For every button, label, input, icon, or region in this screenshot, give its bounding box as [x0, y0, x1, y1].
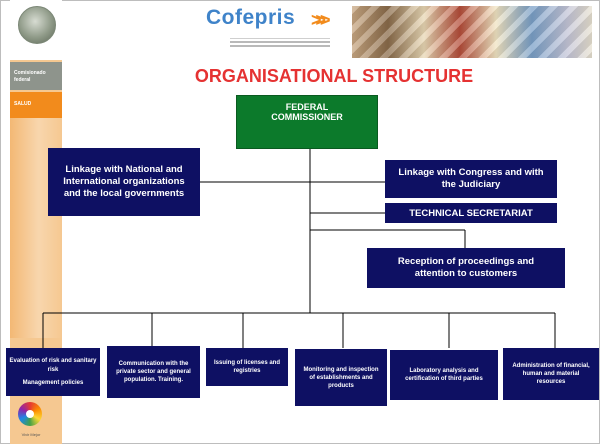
vivir-mejor-caption: Vivir Mejor [21, 432, 41, 437]
branch-label-communication: Communication with the private sector an… [116, 361, 191, 383]
header-photo-strip [352, 6, 592, 58]
technical-secretariat-label: TECHNICAL SECRETARIAT [409, 207, 533, 219]
branch-node-monitoring: Monitoring and inspection of establishme… [295, 349, 387, 406]
branch-node-licenses: Issuing of licenses and registries [206, 348, 288, 386]
sidebar-tab-salud[interactable]: SALUD [10, 92, 62, 118]
federal-commissioner-node: FEDERAL COMMISSIONER [236, 95, 378, 149]
reception-node: Reception of proceedings and attention t… [367, 248, 565, 288]
branch-label-monitoring: Monitoring and inspection of establishme… [303, 366, 379, 389]
congress-judiciary-linkage-node: Linkage with Congress and with the Judic… [385, 160, 557, 198]
technical-secretariat-node: TECHNICAL SECRETARIAT [385, 203, 557, 223]
national-international-linkage-node: Linkage with National and International … [48, 148, 200, 216]
reception-label: Reception of proceedings and attention t… [397, 256, 535, 279]
national-international-linkage-label: Linkage with National and International … [63, 164, 185, 199]
branch-label-administration: Administration of financial, human and m… [512, 363, 590, 385]
branch-node-communication: Communication with the private sector an… [107, 346, 200, 398]
branch-node-laboratory: Laboratory analysis and certification of… [390, 350, 498, 400]
logo-text: Cofepris [206, 6, 296, 29]
sidebar-seal-area [10, 0, 62, 60]
vivir-mejor-logo-center [26, 410, 34, 418]
branch-node-risk-evaluation: Evaluation of risk and sanitary risk Man… [6, 348, 100, 396]
branch-label-management-policies: Management policies [22, 379, 84, 386]
mexico-seal-icon [18, 6, 56, 44]
sidebar-tab-salud-label: SALUD [14, 101, 32, 107]
congress-judiciary-linkage-label: Linkage with Congress and with the Judic… [398, 167, 544, 190]
branch-label-licenses: Issuing of licenses and registries [213, 360, 281, 374]
sidebar-tab-commissioner[interactable]: Comisionado federal [10, 62, 62, 90]
branch-label-laboratory: Laboratory analysis and certification of… [405, 368, 483, 382]
cofepris-logo: Cofepris >>> [196, 4, 346, 56]
page-title: ORGANISATIONAL STRUCTURE [194, 66, 474, 86]
sidebar-tab-commissioner-label: Comisionado federal [14, 70, 46, 83]
branch-node-administration: Administration of financial, human and m… [503, 348, 599, 400]
logo-subtitle-lines [230, 38, 330, 49]
federal-commissioner-label: FEDERAL COMMISSIONER [271, 102, 343, 122]
branch-label-risk-evaluation: Evaluation of risk and sanitary risk [9, 357, 97, 373]
